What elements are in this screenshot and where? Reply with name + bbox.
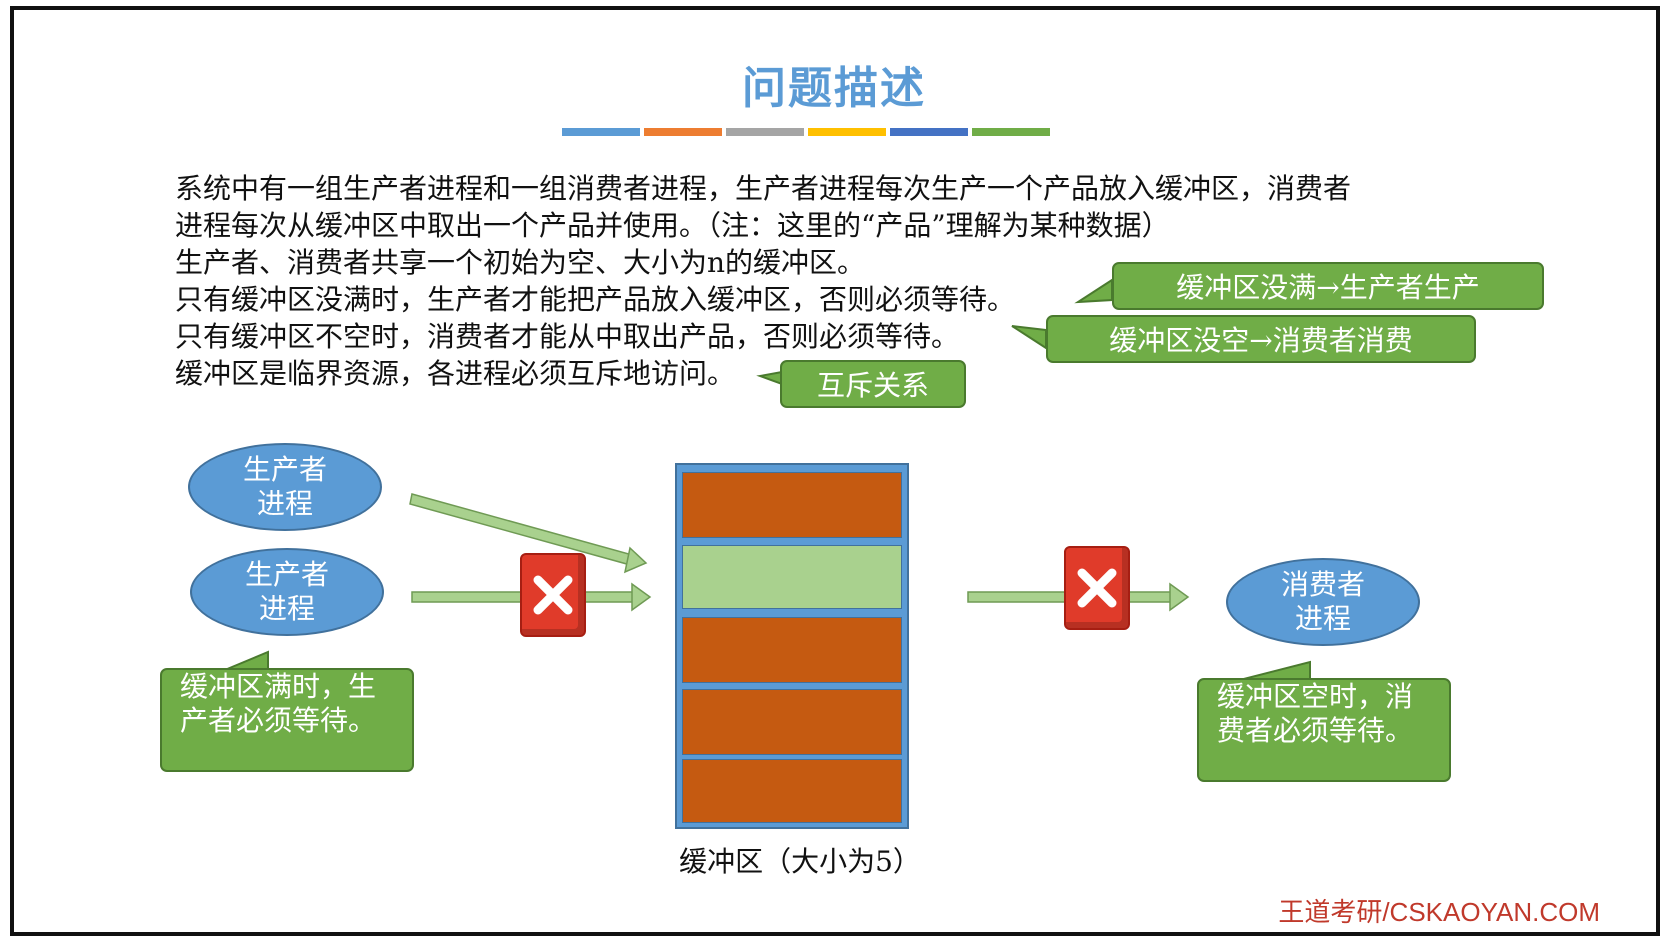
description-line: 只有缓冲区不空时，消费者才能从中取出产品，否则必须等待。	[175, 320, 960, 353]
callout-pointer	[756, 370, 783, 386]
color-bar-green	[972, 128, 1050, 136]
slide-title: 问题描述	[742, 63, 926, 114]
callout-full-wait-text: 缓冲区满时，生	[180, 670, 377, 703]
description-line: 系统中有一组生产者进程和一组消费者进程，生产者进程每次生产一个产品放入缓冲区，消…	[175, 172, 1352, 205]
footer-brand: 王道考研/CSKAOYAN.COM	[1278, 897, 1600, 927]
problem-description: 系统中有一组生产者进程和一组消费者进程，生产者进程每次生产一个产品放入缓冲区，消…	[175, 170, 1495, 392]
cross-icon	[533, 575, 573, 615]
color-bar-yellow	[808, 128, 886, 136]
producer-label: 生产者	[242, 453, 327, 486]
callout-pointer	[1074, 278, 1113, 304]
consumer-label: 进程	[1294, 602, 1351, 635]
color-bar-darkblue	[890, 128, 968, 136]
description-line: 进程每次从缓冲区中取出一个产品并使用。（注：这里的“产品”理解为某种数据）	[175, 209, 1170, 242]
description-line: 缓冲区是临界资源，各进程必须互斥地访问。	[175, 357, 736, 390]
callout-not-empty-text: 缓冲区没空→消费者消费	[1109, 324, 1413, 357]
consumer-process-ellipse: 消费者 进程	[1226, 558, 1420, 646]
callout-not-full-text: 缓冲区没满→生产者生产	[1176, 271, 1480, 304]
producer-label: 进程	[258, 592, 315, 625]
callout-not-full: 缓冲区没满→生产者生产	[1112, 262, 1544, 310]
buffer-slot	[682, 759, 902, 823]
buffer-slot	[682, 545, 902, 609]
callout-empty-wait-text: 缓冲区空时，消	[1217, 680, 1414, 713]
producer-arrow-diagonal	[409, 493, 648, 574]
producer-label: 生产者	[244, 558, 329, 591]
buffer-caption: 缓冲区（大小为5）	[679, 845, 921, 878]
callout-empty-wait: 缓冲区空时，消 费者必须等待。	[1197, 678, 1451, 782]
callout-empty-wait-text: 费者必须等待。	[1217, 714, 1414, 747]
color-bar-gray	[726, 128, 804, 136]
cross-icon	[1077, 568, 1117, 608]
description-line: 生产者、消费者共享一个初始为空、大小为n的缓冲区。	[175, 246, 866, 279]
buffer	[675, 463, 909, 829]
buffer-slot	[682, 472, 902, 538]
callout-full-wait: 缓冲区满时，生 产者必须等待。	[160, 668, 414, 772]
description-line: 只有缓冲区没满时，生产者才能把产品放入缓冲区，否则必须等待。	[175, 283, 1016, 316]
color-bar-orange	[644, 128, 722, 136]
color-bar-blue	[562, 128, 640, 136]
producer-process-ellipse: 生产者 进程	[188, 443, 382, 531]
callout-mutex: 互斥关系	[780, 360, 966, 408]
callout-full-wait-text: 产者必须等待。	[180, 704, 377, 737]
blocked-x-icon	[520, 553, 586, 637]
callout-mutex-text: 互斥关系	[816, 369, 929, 402]
buffer-slot	[682, 689, 902, 755]
producer-process-ellipse: 生产者 进程	[190, 548, 384, 636]
blocked-x-icon	[1064, 546, 1130, 630]
consumer-label: 消费者	[1280, 568, 1365, 601]
buffer-slot	[682, 617, 902, 683]
callout-pointer	[1011, 325, 1047, 350]
callout-not-empty: 缓冲区没空→消费者消费	[1046, 315, 1476, 363]
producer-label: 进程	[256, 487, 313, 520]
